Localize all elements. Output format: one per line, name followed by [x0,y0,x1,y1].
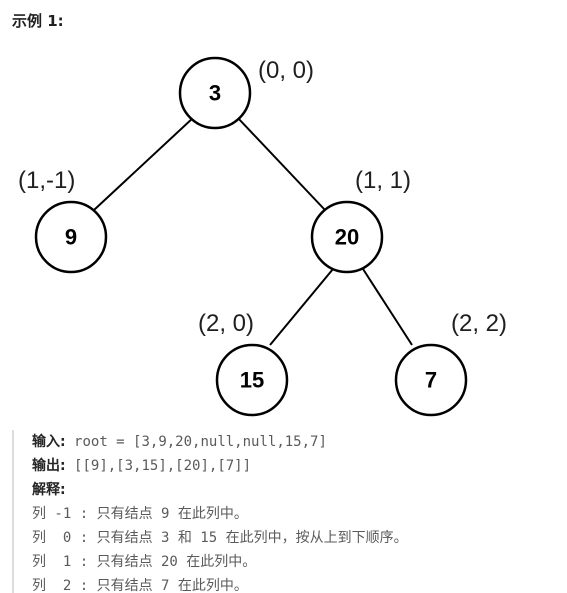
coord-label-20: (1, 1) [355,167,411,194]
explanation-line: 列 -1 : 只有结点 9 在此列中。 [32,506,248,522]
explanation-label: 解释: [32,482,66,498]
edge-20-15 [269,268,334,346]
example-codeblock: 输入: root = [3,9,20,null,null,15,7] 输出: [… [12,430,552,593]
output-value: [[9],[3,15],[20],[7]] [65,458,252,474]
coord-label-15: (2, 0) [198,310,254,337]
edge-3-20 [236,116,326,211]
explanation-line: 列 0 : 只有结点 3 和 15 在此列中，按从上到下顺序。 [32,530,408,546]
coord-label-3: (0, 0) [258,57,314,84]
node-value-20: 20 [335,225,359,250]
explanation-line: 列 2 : 只有结点 7 在此列中。 [32,578,248,593]
explanation-line: 列 1 : 只有结点 20 在此列中。 [32,554,257,570]
binary-tree-diagram: 3 9 20 15 7 (0, 0) (1,-1) (1, 1) (2, 0) … [18,56,507,417]
tree-node-3: 3 [178,56,252,130]
tree-node-15: 15 [215,343,289,417]
tree-node-7: 7 [394,343,468,417]
tree-node-20: 20 [310,200,384,274]
input-value: root = [3,9,20,null,null,15,7] [65,434,327,450]
node-value-9: 9 [65,225,77,250]
explanation-label-line: 解释: [32,478,552,502]
edge-20-7 [362,268,413,346]
output-label: 输出: [32,458,66,474]
coord-label-9: (1,-1) [18,167,75,194]
output-line: 输出: [[9],[3,15],[20],[7]] [32,454,552,478]
coord-label-7: (2, 2) [451,310,507,337]
input-line: 输入: root = [3,9,20,null,null,15,7] [32,430,552,454]
input-label: 输入: [32,434,66,450]
node-value-7: 7 [425,368,437,393]
tree-node-9: 9 [34,200,108,274]
example-heading: 示例 1: [12,12,64,30]
node-value-3: 3 [209,81,221,106]
edge-3-9 [93,116,195,211]
node-value-15: 15 [240,368,264,393]
